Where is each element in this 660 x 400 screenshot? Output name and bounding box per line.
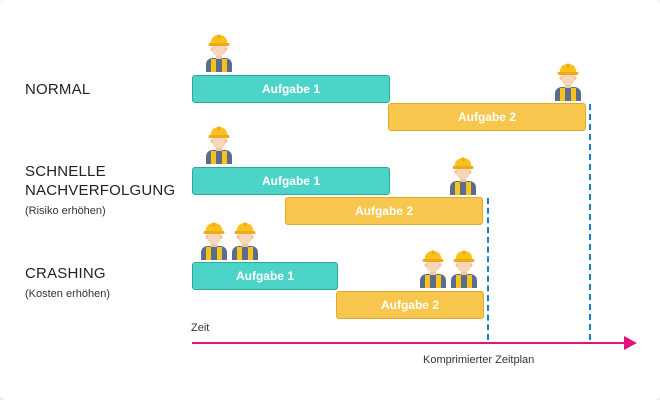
construction-worker-icon [203,32,235,72]
compressed-schedule-label: Komprimierter Zeitplan [423,354,535,366]
normal-task2-bar: Aufgabe 2 [388,103,586,131]
normal-task1-bar: Aufgabe 1 [192,75,390,103]
compressed-end-marker [487,198,489,340]
scenario-fast-tracking-subtitle: (Risiko erhöhen) [25,205,106,217]
crashing-task2-bar: Aufgabe 2 [336,291,484,319]
fast-tracking-task1-bar: Aufgabe 1 [192,167,390,195]
construction-worker-icon [229,220,261,260]
scenario-fast-tracking-title-line1: SCHNELLE [25,163,106,180]
scenario-fast-tracking-title-line2: NACHVERFOLGUNG [25,182,176,199]
crashing-task1-bar: Aufgabe 1 [192,262,338,290]
time-axis-label: Zeit [191,322,210,334]
construction-worker-icon [552,61,584,101]
scenario-crashing-subtitle: (Kosten erhöhen) [25,288,110,300]
time-axis-line [192,342,626,344]
construction-worker-icon [417,248,449,288]
time-axis-arrowhead [624,336,637,350]
construction-worker-icon [447,155,479,195]
fast-tracking-task2-bar: Aufgabe 2 [285,197,483,225]
scenario-crashing-title: CRASHING [25,265,106,282]
construction-worker-icon [198,220,230,260]
normal-end-marker [589,104,591,340]
construction-worker-icon [448,248,480,288]
construction-worker-icon [203,124,235,164]
scenario-normal-title: NORMAL [25,81,91,98]
